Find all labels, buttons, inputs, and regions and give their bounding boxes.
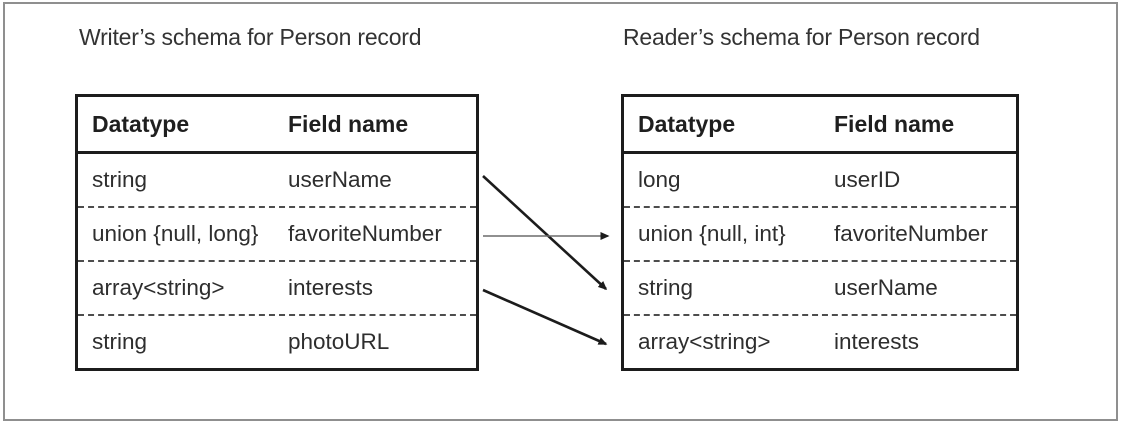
table-row: long userID bbox=[624, 154, 1016, 206]
writer-row-datatype: array<string> bbox=[92, 275, 225, 300]
reader-row-field: favoriteNumber bbox=[834, 221, 988, 246]
arrow-username-mapping bbox=[482, 175, 608, 291]
writer-header-field: Field name bbox=[288, 110, 409, 137]
reader-row-field: userID bbox=[834, 167, 901, 192]
writer-row-field: photoURL bbox=[288, 329, 390, 354]
reader-schema-title: Reader’s schema for Person record bbox=[623, 24, 980, 50]
writer-schema-table: Datatype Field name string userName unio… bbox=[75, 94, 479, 371]
table-row: string userName bbox=[624, 260, 1016, 314]
reader-row-datatype: long bbox=[638, 167, 681, 192]
reader-table-header: Datatype Field name bbox=[624, 97, 1016, 154]
reader-row-datatype: array<string> bbox=[638, 329, 771, 354]
writer-row-field: favoriteNumber bbox=[288, 221, 442, 246]
reader-row-datatype: union {null, int} bbox=[638, 221, 786, 246]
table-row: string photoURL bbox=[78, 314, 476, 368]
writer-schema-title: Writer’s schema for Person record bbox=[79, 24, 422, 50]
writer-row-datatype: string bbox=[92, 329, 148, 354]
reader-row-datatype: string bbox=[638, 275, 694, 300]
reader-row-field: userName bbox=[834, 275, 938, 300]
table-row: union {null, long} favoriteNumber bbox=[78, 206, 476, 260]
table-row: array<string> interests bbox=[624, 314, 1016, 368]
reader-header-datatype: Datatype bbox=[638, 110, 736, 137]
writer-row-datatype: union {null, long} bbox=[92, 221, 259, 246]
writer-row-datatype: string bbox=[92, 167, 148, 192]
reader-header-field: Field name bbox=[834, 110, 955, 137]
writer-header-datatype: Datatype bbox=[92, 110, 190, 137]
table-row: union {null, int} favoriteNumber bbox=[624, 206, 1016, 260]
writer-row-field: userName bbox=[288, 167, 392, 192]
writer-table-header: Datatype Field name bbox=[78, 97, 476, 154]
table-row: string userName bbox=[78, 154, 476, 206]
arrow-interests-mapping bbox=[482, 288, 608, 346]
reader-schema-table: Datatype Field name long userID union {n… bbox=[621, 94, 1019, 371]
writer-row-field: interests bbox=[288, 275, 374, 300]
reader-row-field: interests bbox=[834, 329, 920, 354]
table-row: array<string> interests bbox=[78, 260, 476, 314]
